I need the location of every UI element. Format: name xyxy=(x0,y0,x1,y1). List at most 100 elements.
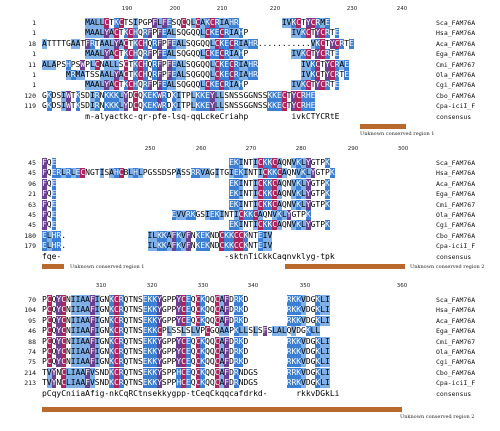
tick-label: 300 xyxy=(397,146,409,152)
residue-start-number: 180 xyxy=(24,231,36,240)
sequence-name: Sca_FAM76A xyxy=(436,296,476,304)
residue-start-number: 74 xyxy=(28,348,36,356)
residue-start-number: 179 xyxy=(24,242,36,251)
sequence-name: consensus xyxy=(436,389,472,398)
residue-start-number: 214 xyxy=(24,368,36,377)
tick-label: 250 xyxy=(144,146,156,152)
sequence-name: Ola_FAM76A xyxy=(436,348,476,356)
alignment-row: 1 MALLCTKCTSIPGPFLFESQCQLCAKCRIAHR IVKCT… xyxy=(0,18,500,28)
sequence-text: FQE EKINTICKKCAQNVKLYGTPK xyxy=(42,178,330,189)
sequence-name: Cpa-iciI_F xyxy=(436,102,476,111)
tick-label: 220 xyxy=(269,6,281,12)
residue-start-number: 1 xyxy=(32,50,36,59)
alignment-row: 119 GKDSIWTKSDIRNKKKLYDCQKEKWRDKITPLKKEYL… xyxy=(0,101,500,112)
alignment-block-1: 190 200 210 220 230 240 1 MALLCTKCTSIPGP… xyxy=(0,6,500,137)
tick-label: 290 xyxy=(347,146,359,152)
residue-start-number: 21 xyxy=(28,190,36,199)
sequence-name: Cgi_FAM76A xyxy=(436,221,476,230)
sequence-name: Cpa-iciI_F xyxy=(436,242,476,251)
residue-start-number: 1 xyxy=(32,71,36,79)
residue-start-number: 88 xyxy=(28,337,36,346)
sequence-name: Hsa_FAM76A xyxy=(436,169,476,178)
sequence-text: MALLCTKCTSIPGPFLFESQCQLCAKCRIAHR IVKCTYC… xyxy=(85,18,330,28)
region-label: Unknown conserved region 2 xyxy=(410,264,485,270)
sequence-name: Sca_FAM76A xyxy=(436,159,476,167)
sequence-text: MAALYACTKCHQRFPFEALSQGQQLCKECRIAHP IVKCT… xyxy=(85,28,340,39)
alignment-row: 21 FQE EKINTICKKCAQNVKLYGTPK Ega_FAM76A xyxy=(0,189,500,200)
region-label: Unknown conserved region 2 xyxy=(400,414,475,420)
sequence-text: MAALYACTKCHQRFPFEALSQGQQLCKECRIAHP IVKCT… xyxy=(85,49,340,60)
residue-start-number: 120 xyxy=(24,91,36,100)
sequence-text: PCQYCNIIAAFIGNKCRQTNSEKKYGPPYCEQCKQQCAFD… xyxy=(42,305,330,316)
residue-start-number: 45 xyxy=(28,159,36,167)
sequence-text: FQERLRLECNGTISAHCBLHLPGSSDSPASSRRVAGITGI… xyxy=(42,168,335,179)
sequence-text: TVYNCLIAAFVSNDKCRQTNSEKKYSPPHCEQCKQQCAFD… xyxy=(42,367,330,378)
sequence-name: Aca_FAM76A xyxy=(436,316,476,325)
sequence-text: PCQYCNIIAAFIGNKCRQTNSEKKYGPPYCEQCKQQCAFD… xyxy=(42,347,330,357)
tick-label: 340 xyxy=(247,283,259,289)
tick-label: 330 xyxy=(197,283,209,289)
residue-start-number: 95 xyxy=(28,316,36,325)
alignment-row: 1 MRMATSSAALYACTKCHQRFPFEALSQGQQLCKECRIA… xyxy=(0,70,500,80)
sequence-name: consensus xyxy=(436,112,472,121)
tick-label: 240 xyxy=(396,6,408,12)
alignment-row: m-alyactkc-qr-pfe-lsq-qqLckeCriahp ivkCT… xyxy=(0,112,500,122)
sequence-name: Cgi_FAM76A xyxy=(436,81,476,90)
alignment-row: 1 MAALYACTKCHQRFPFEALSQGQQLCKECRIAHP IVK… xyxy=(0,49,500,60)
sequence-text: FQE EKINTICKKCAQNVKLYGTPK xyxy=(42,189,330,200)
sequence-text: FQE EKINTICKKCAQNVKLYGTPK xyxy=(42,199,330,210)
region-label: Unknown conserved region 1 xyxy=(70,264,145,270)
position-ruler: 190 200 210 220 230 240 xyxy=(0,6,500,16)
alignment-row: 11 ALAPSHPSWPLCNALLSCTKCHQRFPFEALSQGQQLCK… xyxy=(0,59,500,70)
sequence-name: Ega_FAM76A xyxy=(436,190,476,199)
sequence-name: Ola_FAM76A xyxy=(436,211,476,219)
sequence-text: pCqyCniiaAfig-nkCqRCtnsekkygpp-tCeqCkqqc… xyxy=(42,388,340,398)
region-bar xyxy=(42,264,64,269)
sequence-name: Ega_FAM76A xyxy=(436,50,476,59)
residue-start-number: 46 xyxy=(28,327,36,336)
region-bar xyxy=(42,407,402,412)
sequence-text: GKDSIWTKSDIRNKKKLYDCQKEKWRDKITPLKKEYLLSN… xyxy=(42,101,316,112)
sequence-text: ATTTTGAATFRTAALYACTKCHQRFPFEALSQGQQLCKEC… xyxy=(42,38,354,49)
alignment-row: 45 FQERLRLECNGTISAHCBLHLPGSSDSPASSRRVAGIT… xyxy=(0,168,500,179)
sequence-name: consensus xyxy=(436,252,472,261)
sequence-text: PCQYCNIIAAFIGNKCRQTNSEKKCPLSSLSLVPCGQAAP… xyxy=(42,326,321,337)
sequence-name: Hsa_FAM76A xyxy=(436,29,476,38)
sequence-text: FQE EKINTICKKCAQNVKLYGTPK xyxy=(42,220,330,231)
residue-start-number: 1 xyxy=(32,81,36,90)
sequence-name: Cmi_FAM767 xyxy=(436,60,476,69)
tick-label: 270 xyxy=(245,146,257,152)
sequence-text: TVYNCLIAAFVSNDKCRQTNSEKKYSPPHCEQCKQQCAFD… xyxy=(42,378,330,389)
alignment-row: 1 MAALYACTKCHQRFPFEALSQGQQLCKECRIAHP IVK… xyxy=(0,28,500,39)
alignment-row: 214 TVYNCLIAAFVSNDKCRQTNSEKKYSPPHCEQCKQQC… xyxy=(0,367,500,378)
residue-start-number: 45 xyxy=(28,169,36,178)
residue-start-number: 11 xyxy=(28,60,36,69)
residue-start-number: 1 xyxy=(32,19,36,27)
residue-start-number: 119 xyxy=(24,102,36,111)
tick-label: 280 xyxy=(295,146,307,152)
sequence-text: MAALYACTKCHQRFPFEALSQGQQLCKECRIAHP IVKCT… xyxy=(85,80,340,91)
tick-label: 230 xyxy=(346,6,358,12)
sequence-text: m-alyactkc-qr-pfe-lsq-qqLckeCriahp ivkCT… xyxy=(85,111,340,121)
sequence-name: Aca_FAM76A xyxy=(436,39,476,48)
sequence-text: MRMATSSAALYACTKCHQRFPFEALSQGQQLCKECRIAHR… xyxy=(65,70,349,80)
sequence-name: Aca_FAM76A xyxy=(436,179,476,188)
residue-start-number: 1 xyxy=(32,29,36,38)
residue-start-number: 45 xyxy=(28,211,36,219)
sequence-text: ALAPSHPSWPLCNALLSCTKCHQRFPFEALSQGQQLCKEC… xyxy=(42,59,349,70)
